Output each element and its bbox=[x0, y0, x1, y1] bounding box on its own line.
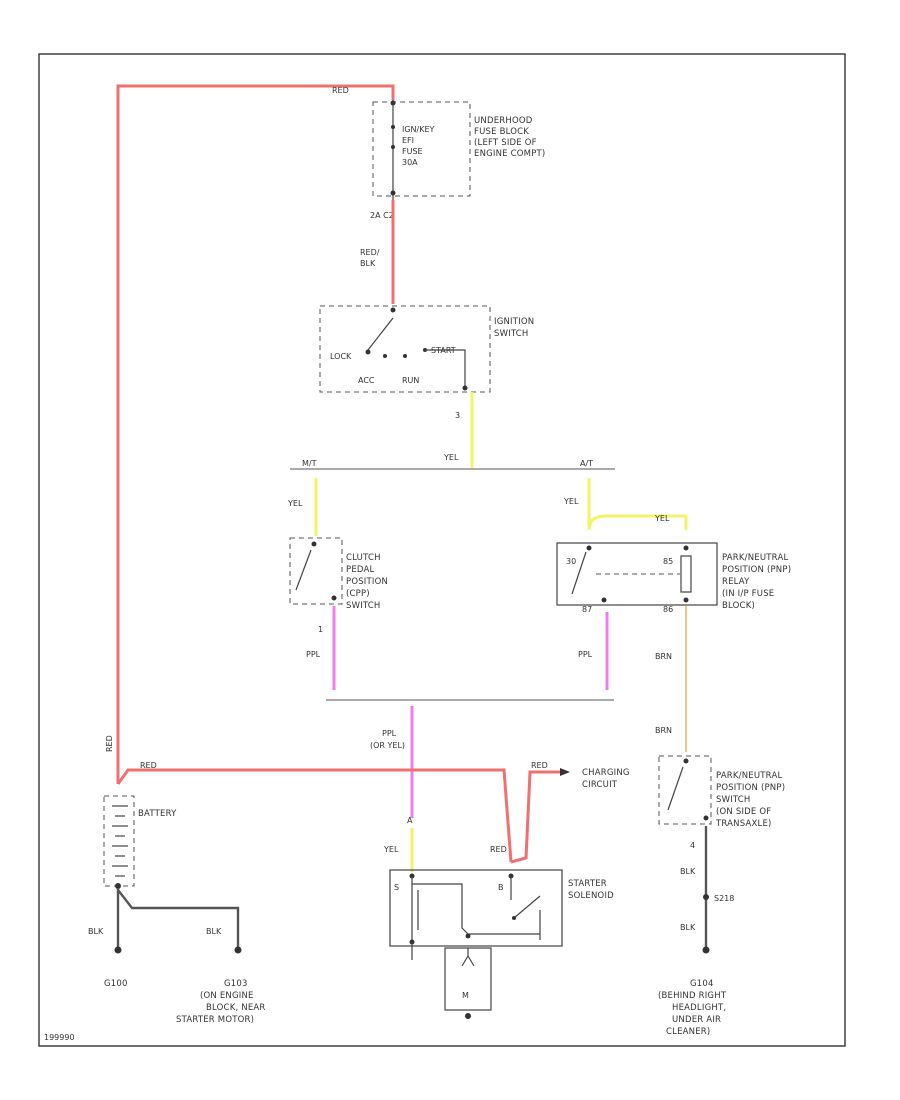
label-wire-blk-2: BLK bbox=[206, 927, 222, 936]
label-wire-yel-main: YEL bbox=[443, 453, 459, 462]
clutch-switch-arm bbox=[295, 549, 312, 591]
at-branch-wire bbox=[587, 478, 688, 531]
label-relay-pin-86: 86 bbox=[663, 605, 673, 614]
label-splice: S218 bbox=[714, 894, 734, 903]
battery-to-starter-wire bbox=[116, 768, 513, 863]
ground-g103-wire bbox=[117, 889, 240, 948]
starter-solenoid bbox=[389, 869, 563, 947]
pnp-switch-arm bbox=[667, 766, 684, 811]
label-clutch-switch: CLUTCH PEDAL POSITION (CPP) SWITCH bbox=[346, 553, 391, 611]
label-relay-pin-85: 85 bbox=[663, 557, 673, 566]
relay-contact-arm bbox=[571, 551, 587, 595]
label-wire-red-vert: RED bbox=[105, 735, 114, 752]
label-wire-brn-1: BRN bbox=[655, 652, 672, 661]
label-at: A/T bbox=[580, 459, 593, 468]
label-ground-g100: G100 bbox=[104, 979, 128, 989]
label-relay-pin-87: 87 bbox=[582, 605, 592, 614]
label-ign-pin: 3 bbox=[455, 411, 460, 420]
label-battery: BATTERY bbox=[138, 809, 177, 819]
label-pnp-pin: 4 bbox=[690, 841, 695, 850]
starter-motor bbox=[444, 947, 492, 1011]
label-ground-g103: G103 (ON ENGINE BLOCK, NEAR STARTER MOTO… bbox=[176, 979, 268, 1025]
battery bbox=[103, 795, 135, 887]
label-wire-red-blk: RED/ BLK bbox=[360, 248, 382, 268]
label-ign-run: RUN bbox=[402, 376, 419, 385]
label-relay-pin-30: 30 bbox=[566, 557, 576, 566]
clutch-pedal-position-switch bbox=[289, 537, 343, 605]
label-clutch-pin: 1 bbox=[318, 625, 323, 634]
label-wire-yel-right: YEL bbox=[563, 497, 579, 506]
label-fuse: IGN/KEY EFI FUSE 30A bbox=[402, 125, 437, 167]
label-wire-red-charging: RED bbox=[531, 761, 548, 770]
label-wire-ppl-left: PPL bbox=[306, 650, 321, 659]
label-charging-circuit: CHARGING CIRCUIT bbox=[582, 768, 633, 790]
label-wire-red-battery: RED bbox=[140, 761, 157, 770]
label-wire-red-sol: RED bbox=[490, 845, 507, 854]
label-ignition-switch: IGNITION SWITCH bbox=[494, 317, 537, 339]
relay-coil bbox=[680, 555, 692, 593]
label-underhood-fuse-block: UNDERHOOD FUSE BLOCK (LEFT SIDE OF ENGIN… bbox=[474, 116, 545, 159]
ignition-switch bbox=[319, 305, 491, 393]
label-starter-solenoid: STARTER SOLENOID bbox=[568, 879, 614, 901]
label-wire-blk-4: BLK bbox=[680, 923, 696, 932]
label-pnp-relay: PARK/NEUTRAL POSITION (PNP) RELAY (IN I/… bbox=[722, 553, 794, 611]
ignition-switch-arm bbox=[367, 317, 394, 351]
label-sol-b: B bbox=[498, 883, 504, 892]
label-wire-yel-sol: YEL bbox=[383, 845, 399, 854]
label-wire-yel-relay: YEL bbox=[654, 514, 670, 523]
battery-cells-icon bbox=[112, 805, 128, 877]
battery-feed-wire bbox=[116, 84, 395, 784]
label-motor: M bbox=[462, 991, 469, 1000]
label-connector-a: A bbox=[407, 816, 413, 825]
splice-s218 bbox=[703, 894, 709, 900]
label-ign-start: START bbox=[431, 346, 456, 355]
solenoid-contacts bbox=[468, 876, 541, 940]
label-wire-brn-2: BRN bbox=[655, 726, 672, 735]
diagram-frame bbox=[38, 53, 846, 1047]
label-wire-blk-1: BLK bbox=[88, 927, 104, 936]
label-ign-acc: ACC bbox=[358, 376, 375, 385]
starter-ground-icon bbox=[465, 1013, 471, 1019]
figure-id: 199990 bbox=[44, 1033, 75, 1042]
label-sol-s: S bbox=[394, 883, 399, 892]
label-mt: M/T bbox=[302, 459, 317, 468]
label-wire-ppl-right: PPL bbox=[578, 650, 593, 659]
charging-arrow-icon bbox=[560, 768, 570, 776]
ground-g100-icon bbox=[114, 946, 122, 954]
pnp-switch bbox=[658, 755, 712, 825]
label-ground-g104: G104 (BEHIND RIGHT HEADLIGHT, UNDER AIR … bbox=[658, 979, 729, 1037]
ground-g103-icon bbox=[234, 946, 242, 954]
label-wire-red-top: RED bbox=[332, 86, 349, 95]
label-wire-blk-3: BLK bbox=[680, 867, 696, 876]
ground-g104-icon bbox=[702, 946, 710, 954]
label-connector-fuse: 2A C2 bbox=[370, 211, 394, 220]
solenoid-coil bbox=[411, 876, 469, 940]
pnp-relay bbox=[556, 542, 718, 606]
underhood-fuse-block bbox=[372, 101, 471, 197]
label-pnp-switch: PARK/NEUTRAL POSITION (PNP) SWITCH (ON S… bbox=[715, 771, 788, 829]
charging-circuit-wire bbox=[510, 770, 560, 864]
label-wire-yel-left: YEL bbox=[287, 499, 303, 508]
label-wire-ppl-joined: PPL (OR YEL) bbox=[370, 729, 405, 750]
label-ign-lock: LOCK bbox=[330, 352, 352, 361]
